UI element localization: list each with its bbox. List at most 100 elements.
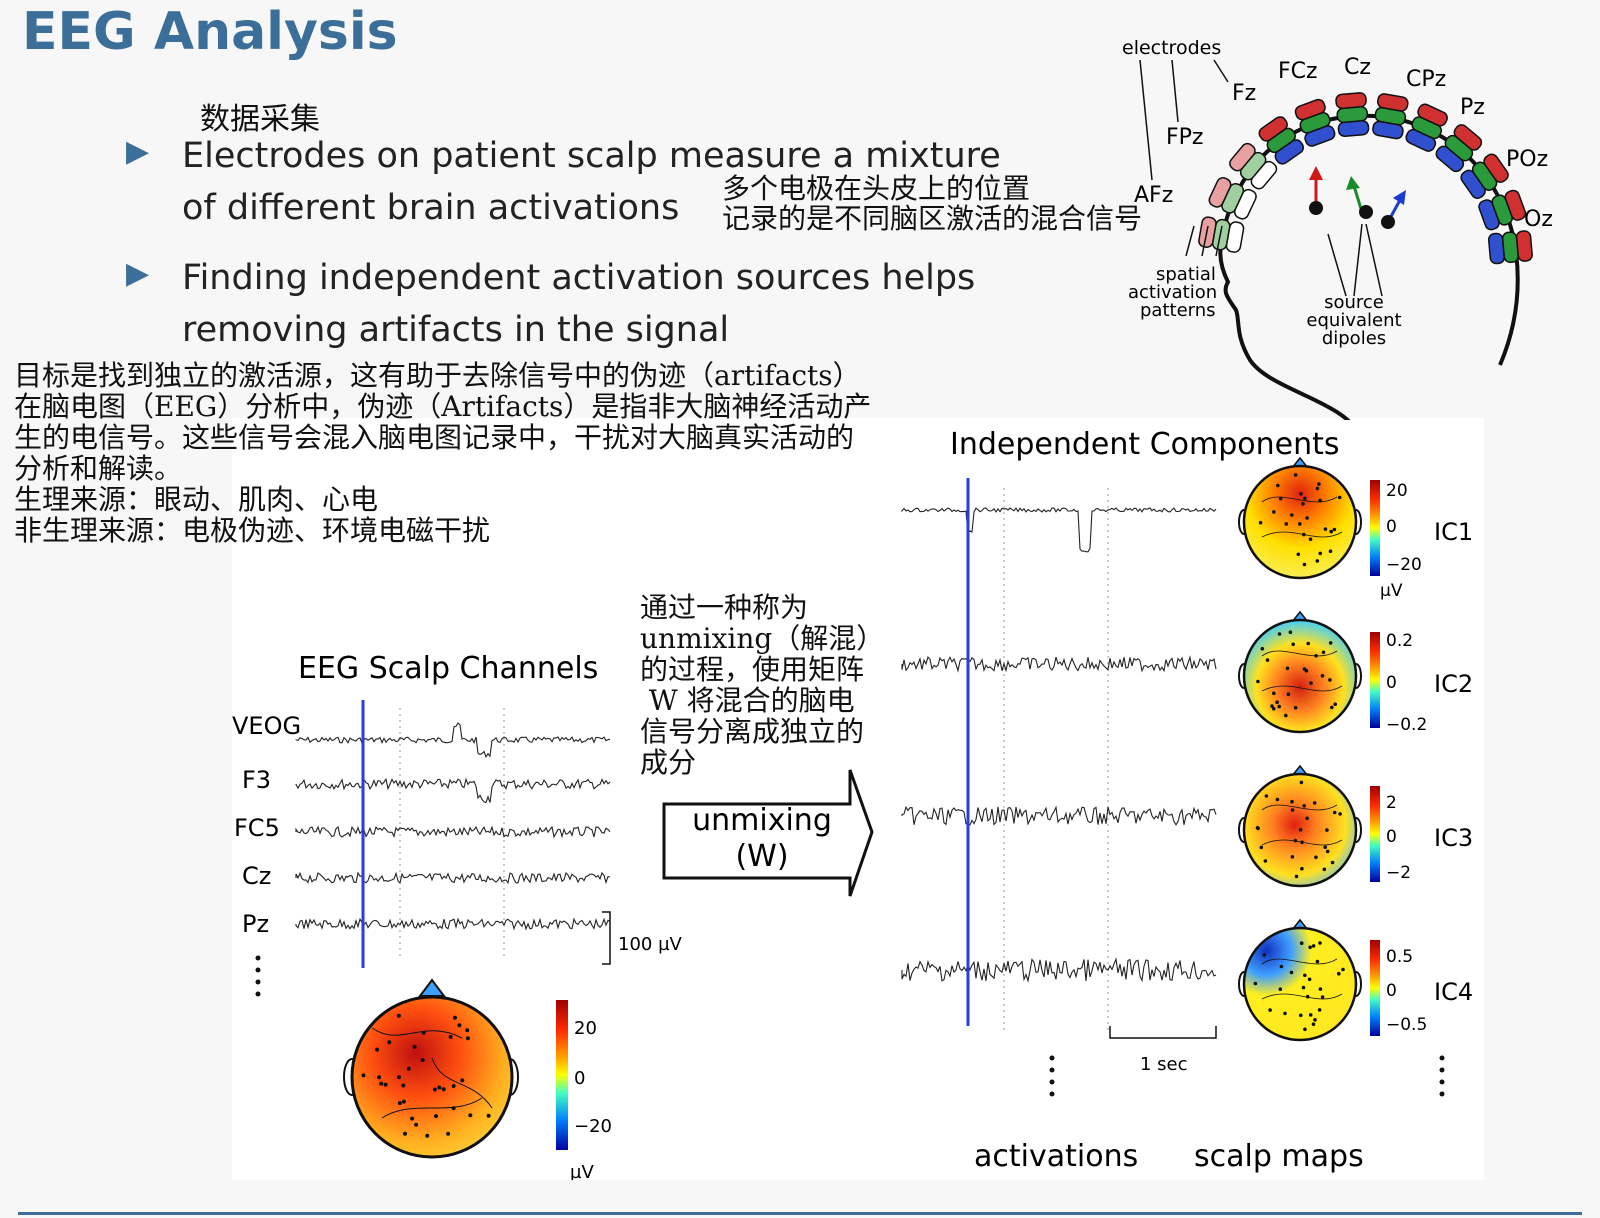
ic1-colorbar: 20 0 −20 µV IC1 [1370,480,1473,601]
svg-text:−2: −2 [1386,863,1411,883]
ic4-colorbar: 0.5 0 −0.5 IC4 [1370,940,1473,1036]
electrode-pad [1229,142,1256,172]
eeg-trace [295,917,611,931]
spatial-label-1: spatial [1156,264,1216,285]
annotation-electrodes-line-1: 多个电极在头皮上的位置 [722,172,1031,205]
electrode-pad [1515,230,1533,262]
note-line: 生的电信号。这些信号会混入脑电图记录中，干扰对大脑真实活动的 [14,421,855,454]
channel-label: F3 [242,766,271,794]
bullet-arrow-icon: ▶ [126,134,150,169]
cbar-top: 20 [574,1018,597,1039]
ic-scalp-map [1238,456,1362,580]
vertical-ellipsis-icon [1439,1055,1445,1097]
scale-label: 100 µV [618,934,683,955]
electrode-pad [1208,177,1232,208]
electrode-label-pz: Pz [1460,95,1485,120]
unmixing-line: 的过程，使用矩阵 [640,653,865,686]
channel-label: FC5 [234,814,280,842]
scalp-map-channels [343,978,519,1159]
pointer-line [1171,59,1179,123]
electrode-pad [1258,116,1288,142]
annotation-electrodes: 多个电极在头皮上的位置 记录的是不同脑区激活的混合信号 [722,174,1142,234]
channel-label: VEOG [232,712,301,740]
unmixing-w-label: (W) [735,839,788,874]
unmixing-line: 信号分离成独立的 [640,715,865,748]
electrode-pad [1417,103,1448,127]
note-line: 非生理来源：电极伪迹、环境电磁干扰 [14,514,491,547]
electrode-label-cpz: CPz [1406,67,1446,92]
unmixing-line: 通过一种称为 [640,591,809,624]
footer-rule [18,1212,1582,1215]
svg-text:−20: −20 [1386,555,1422,575]
electrode-pad [1483,153,1509,183]
unmixing-line: W 将混合的脑电 [640,684,855,717]
bullet-1-line-1: Electrodes on patient scalp measure a mi… [182,136,1001,176]
source-label-1: source [1324,292,1384,313]
eeg-trace [295,777,611,804]
annotation-unmixing: 通过一种称为 unmixing（解混） 的过程，使用矩阵 W 将混合的脑电 信号… [640,592,884,778]
bullet-2-line-1: Finding independent activation sources h… [182,258,976,298]
unmixing-line: 成分 [640,746,697,779]
bullet-arrow-icon: ▶ [126,256,150,291]
channel-label: Cz [242,862,271,890]
activations-label: activations [974,1139,1138,1174]
svg-text:0: 0 [1386,827,1397,847]
note-line: 分析和解读。 [14,452,183,485]
note-line: 在脑电图（EEG）分析中，伪迹（Artifacts）是指非大脑神经活动产 [14,390,872,423]
note-line: 生理来源：眼动、肌肉、心电 [14,483,379,516]
electrode-label-fcz: FCz [1278,59,1318,84]
svg-text:20: 20 [1386,481,1408,501]
pointer-line [1139,59,1153,181]
page-title: EEG Analysis [22,2,398,62]
ic-scalp-map [1238,918,1362,1042]
unmixing-arrow [662,769,874,897]
ic-trace [901,957,1217,983]
ic-title: Independent Components [950,427,1340,462]
ic4-label: IC4 [1434,978,1473,1006]
svg-text:0: 0 [1386,981,1397,1001]
cbar-unit: µV [570,1162,594,1180]
ic-traces [901,507,1217,983]
svg-text:−0.2: −0.2 [1386,715,1427,735]
annotation-electrodes-line-2: 记录的是不同脑区激活的混合信号 [722,202,1143,235]
electrode-group [1198,92,1533,265]
electrode-label-oz: Oz [1524,207,1553,232]
spatial-label-2: activation [1128,282,1217,303]
time-label: 1 sec [1140,1054,1188,1075]
source-label-3: dipoles [1322,328,1386,349]
annotation-data-acquisition: 数据采集 [200,102,320,137]
ic-trace [901,655,1217,673]
electrodes-label: electrodes [1122,37,1221,59]
vertical-ellipsis-icon [1049,1055,1055,1097]
unmixing-line: unmixing（解混） [640,622,885,655]
pointer-line [1213,59,1229,83]
ic2-colorbar: 0.2 0 −0.2 IC2 [1370,631,1473,735]
channel-labels: VEOG F3 FC5 Cz Pz [232,712,301,938]
eeg-title: EEG Scalp Channels [298,651,598,686]
svg-text:2: 2 [1386,793,1397,813]
spatial-label-3: patterns [1140,300,1216,321]
ic1-label: IC1 [1434,518,1473,546]
ic2-label: IC2 [1434,670,1473,698]
ic-scalp-map [1238,610,1362,734]
eeg-trace [295,871,611,885]
electrode-pad [1335,92,1367,110]
vertical-ellipsis-icon [255,955,261,997]
unmixing-label: unmixing [692,803,832,838]
channel-label: Pz [242,910,269,938]
colorbar-channels [556,1000,568,1150]
electrode-label-afz: AFz [1134,183,1173,208]
ic-scalp-map [1238,764,1362,888]
eeg-traces [295,722,611,931]
cbar-mid: 0 [574,1068,585,1089]
ic-trace [901,507,1217,553]
scalp-maps-label: scalp maps [1194,1139,1364,1174]
head-electrode-diagram: electrodes Fz FCz Cz CPz Pz FPz AFz POz … [1122,37,1553,420]
ic3-label: IC3 [1434,824,1473,852]
electrode-pad [1453,124,1483,151]
scale-bar [602,911,611,965]
svg-text:0: 0 [1386,673,1397,693]
svg-text:−0.5: −0.5 [1386,1015,1427,1035]
eeg-trace [295,722,611,759]
electrode-label-cz: Cz [1344,55,1371,80]
